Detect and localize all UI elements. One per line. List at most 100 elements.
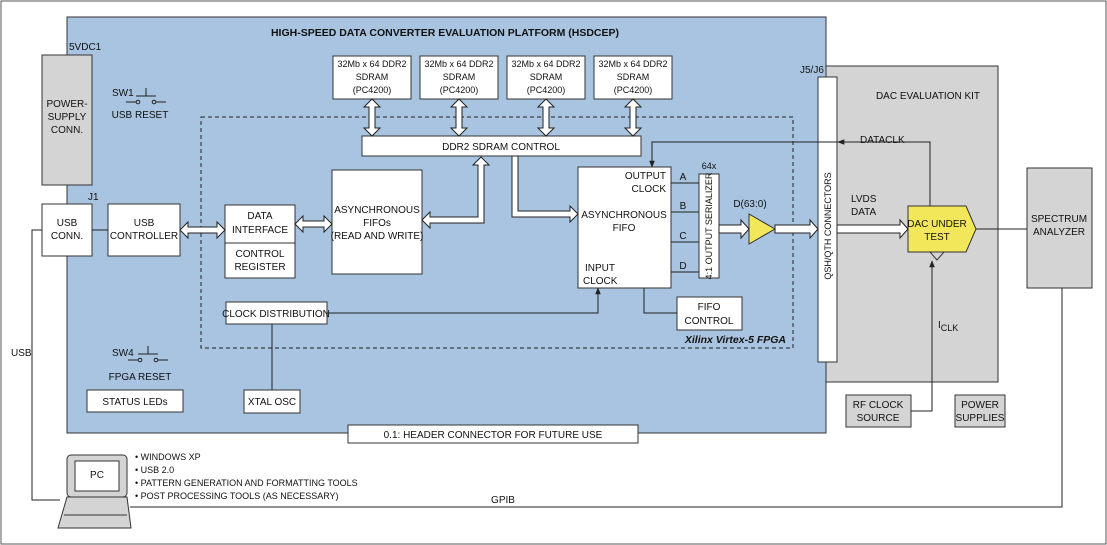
pc-note-4: • POST PROCESSING TOOLS (AS NECESSARY) xyxy=(135,491,339,501)
control-register-line-2: REGISTER xyxy=(234,262,285,273)
power-supply-connector xyxy=(41,54,93,186)
svg-text:SDRAM: SDRAM xyxy=(443,72,476,82)
sw4-ref: SW4 xyxy=(112,348,134,359)
svg-text:SDRAM: SDRAM xyxy=(356,72,389,82)
input-clock-line-1: INPUT xyxy=(585,263,615,274)
output-clock-line-2: CLOCK xyxy=(632,184,667,195)
data-interface-line-1: DATA xyxy=(247,211,273,222)
lane-c: C xyxy=(679,231,686,242)
power-supplies xyxy=(954,394,1006,428)
fifo-control-line-2: CONTROL xyxy=(685,316,734,327)
fifo-control-line-1: FIFO xyxy=(698,302,721,313)
pc-icon xyxy=(57,454,132,529)
async-fifos xyxy=(331,169,423,275)
rf-clock-line-2: SOURCE xyxy=(857,413,900,424)
usb-controller-line-2: CONTROLLER xyxy=(110,231,178,242)
spectrum-analyzer-line-2: ANALYZER xyxy=(1033,227,1085,238)
async-fifo-line-1: ASYNCHRONOUS xyxy=(581,210,667,221)
async-fifo-line-2: FIFO xyxy=(613,223,636,234)
svg-text:32Mb x 64 DDR2: 32Mb x 64 DDR2 xyxy=(511,59,580,69)
spectrum-analyzer-line-1: SPECTRUM xyxy=(1031,214,1087,225)
lane-lines xyxy=(671,182,699,273)
sdram-module-1: 32Mb x 64 DDR2 SDRAM (PC4200) xyxy=(332,55,412,100)
sw4-switch-icon xyxy=(128,346,168,363)
pc-label: PC xyxy=(90,470,104,481)
iclk-label: ICLK xyxy=(938,320,958,333)
svg-text:SDRAM: SDRAM xyxy=(617,72,650,82)
pc-note-3: • PATTERN GENERATION AND FORMATTING TOOL… xyxy=(135,478,358,488)
lane-b: B xyxy=(680,201,687,212)
qsh-connectors-label: QSH/QTH CONNECTORS xyxy=(823,172,833,279)
lane-a: A xyxy=(680,172,687,183)
usb-conn-line-2: CONN. xyxy=(51,231,83,242)
rf-clock-line-1: RF CLOCK xyxy=(853,400,904,411)
fifo-control xyxy=(676,296,743,331)
data-flow-arrows xyxy=(179,98,909,240)
clock-distribution-label: CLOCK DISTRIBUTION xyxy=(222,309,330,320)
serializer-label: 4:1 OUTPUT SERIALIZER xyxy=(704,172,714,279)
dac-under-test xyxy=(907,205,977,253)
dac-clock-input-icon xyxy=(929,251,945,261)
sw1-label: USB RESET xyxy=(112,110,169,121)
svg-text:SDRAM: SDRAM xyxy=(530,72,563,82)
lvds-data-line-2: DATA xyxy=(851,207,877,218)
power-line-2: SUPPLY xyxy=(48,112,87,123)
spectrum-analyzer xyxy=(1026,167,1093,289)
dataclk-label: DATACLK xyxy=(860,135,905,146)
async-fifos-line-3: (READ AND WRITE) xyxy=(331,231,424,242)
data-interface-line-2: INTERFACE xyxy=(232,225,288,236)
svg-text:(PC4200): (PC4200) xyxy=(440,85,479,95)
usb-controller xyxy=(107,203,181,257)
usb-conn-line-1: USB xyxy=(57,218,78,229)
ddr2-control xyxy=(361,135,642,157)
rf-clock-source xyxy=(845,394,912,428)
pc-note-1: • WINDOWS XP xyxy=(135,452,201,462)
header-connector xyxy=(347,424,639,444)
status-leds-label: STATUS LEDs xyxy=(102,397,167,408)
header-connector-label: 0.1: HEADER CONNECTOR FOR FUTURE USE xyxy=(384,430,603,441)
svg-text:(PC4200): (PC4200) xyxy=(527,85,566,95)
sw1-ref: SW1 xyxy=(112,88,134,99)
j5j6-ref: J5/J6 xyxy=(800,65,824,76)
sw4-label: FPGA RESET xyxy=(109,372,172,383)
sdram-module-3: 32Mb x 64 DDR2 SDRAM (PC4200) xyxy=(506,55,586,100)
pc-notes: • WINDOWS XP • USB 2.0 • PATTERN GENERAT… xyxy=(135,452,358,501)
sdram-module-4: 32Mb x 64 DDR2 SDRAM (PC4200) xyxy=(593,55,673,100)
gpib-label: GPIB xyxy=(491,495,515,506)
sdram-module-2: 32Mb x 64 DDR2 SDRAM (PC4200) xyxy=(419,55,499,100)
fpga-label: Xilinx Virtex-5 FPGA xyxy=(684,334,786,346)
svg-text:32Mb x 64 DDR2: 32Mb x 64 DDR2 xyxy=(598,59,667,69)
output-clock-line-1: OUTPUT xyxy=(625,171,666,182)
svg-text:32Mb x 64 DDR2: 32Mb x 64 DDR2 xyxy=(337,59,406,69)
usb-controller-line-1: USB xyxy=(134,218,155,229)
async-fifos-line-1: ASYNCHRONOUS xyxy=(334,205,420,216)
lvds-data-line-1: LVDS xyxy=(851,194,877,205)
dac-under-test-line-1: DAC UNDER xyxy=(907,219,966,230)
svg-text:(PC4200): (PC4200) xyxy=(353,85,392,95)
dac-under-test-line-2: TEST xyxy=(924,232,950,243)
svg-text:32Mb x 64 DDR2: 32Mb x 64 DDR2 xyxy=(424,59,493,69)
connector-lines xyxy=(31,139,1063,508)
power-line-3: CONN. xyxy=(51,125,83,136)
input-clock-line-2: CLOCK xyxy=(583,276,618,287)
lane-d: D xyxy=(679,261,686,272)
board-title: HIGH-SPEED DATA CONVERTER EVALUATION PLA… xyxy=(271,27,619,39)
bus-label: D(63:0) xyxy=(733,199,766,210)
async-fifo xyxy=(577,166,672,289)
control-register-line-1: CONTROL xyxy=(236,249,285,260)
qsh-connectors xyxy=(817,76,838,363)
usb-cable-label: USB xyxy=(11,348,32,359)
control-register xyxy=(224,242,296,279)
power-supplies-line-1: POWER xyxy=(961,400,999,411)
ddr2-control-label: DDR2 SDRAM CONTROL xyxy=(442,142,560,153)
usb-connector xyxy=(41,203,93,257)
pc-note-2: • USB 2.0 xyxy=(135,465,174,475)
power-supplies-line-2: SUPPLIES xyxy=(956,413,1005,424)
async-fifos-line-2: FIFOs xyxy=(363,218,391,229)
dac-kit-label: DAC EVALUATION KIT xyxy=(876,91,980,102)
power-line-1: POWER- xyxy=(46,99,87,110)
power-ref: 5VDC1 xyxy=(69,42,102,53)
xtal-osc-label: XTAL OSC xyxy=(248,397,296,408)
